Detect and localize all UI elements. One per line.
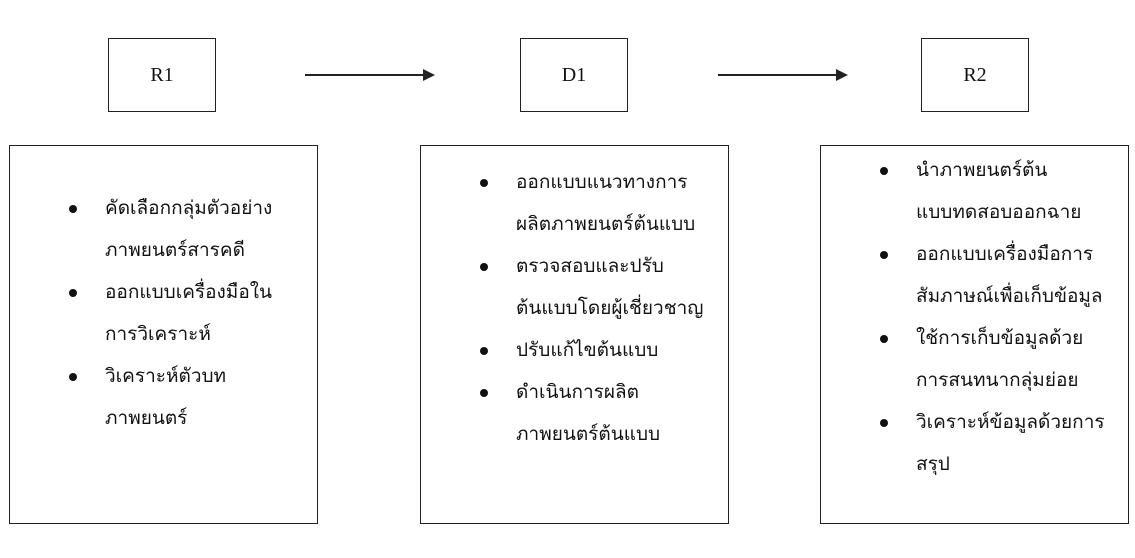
list-item-text: การวิเคราะห์: [105, 324, 211, 345]
list-item: ดำเนินการผลิตภาพยนตร์ต้นแบบ: [480, 372, 660, 456]
list-item: ตรวจสอบและปรับต้นแบบโดยผู้เชี่ยวชาญ: [480, 246, 703, 330]
list-item: ออกแบบเครื่องมือการสัมภาษณ์เพื่อเก็บข้อม…: [880, 234, 1103, 318]
bullet-icon: [480, 389, 488, 397]
r2-details-box: [820, 145, 1129, 524]
bullet-icon: [480, 263, 488, 271]
stage-r2-box: R2: [921, 38, 1029, 112]
list-item-text: ดำเนินการผลิต: [516, 382, 639, 403]
list-item-text: นำภาพยนตร์ต้น: [916, 160, 1048, 181]
list-item-text: วิเคราะห์ข้อมูลด้วยการ: [916, 412, 1105, 433]
list-item-text: สรุป: [916, 454, 950, 475]
list-item: คัดเลือกกลุ่มตัวอย่างภาพยนตร์สารคดี: [69, 188, 272, 272]
arrow-right-icon: [718, 69, 848, 81]
list-item-text: ปรับแก้ไขต้นแบบ: [516, 340, 659, 361]
bullet-icon: [880, 419, 888, 427]
bullet-icon: [880, 251, 888, 259]
list-item-text: ออกแบบเครื่องมือใน: [105, 282, 272, 303]
list-item-text: ออกแบบแนวทางการ: [516, 172, 688, 193]
list-item: ปรับแก้ไขต้นแบบ: [480, 330, 658, 372]
list-item-text: ภาพยนตร์สารคดี: [105, 240, 245, 261]
list-item-text: ต้นแบบโดยผู้เชี่ยวชาญ: [516, 298, 704, 319]
list-item-text: แบบทดสอบออกฉาย: [916, 202, 1082, 223]
d1-details-box: [420, 145, 729, 524]
bullet-icon: [880, 335, 888, 343]
arrow-right-icon: [305, 69, 435, 81]
list-item-text: วิเคราะห์ตัวบท: [105, 366, 227, 387]
bullet-icon: [880, 167, 888, 175]
stage-r1-box: R1: [108, 38, 216, 112]
list-item-text: ภาพยนตร์: [105, 408, 188, 429]
list-item-text: คัดเลือกกลุ่มตัวอย่าง: [105, 198, 273, 219]
bullet-icon: [69, 373, 77, 381]
list-item: ออกแบบแนวทางการผลิตภาพยนตร์ต้นแบบ: [480, 162, 695, 246]
list-item-text: ภาพยนตร์ต้นแบบ: [516, 424, 661, 445]
list-item: วิเคราะห์ตัวบทภาพยนตร์: [69, 356, 226, 440]
list-item-text: ออกแบบเครื่องมือการ: [916, 244, 1094, 265]
list-item-text: ตรวจสอบและปรับ: [516, 256, 664, 277]
list-item: ออกแบบเครื่องมือในการวิเคราะห์: [69, 272, 272, 356]
list-item: วิเคราะห์ข้อมูลด้วยการสรุป: [880, 402, 1105, 486]
list-item-text: การสนทนากลุ่มย่อย: [916, 370, 1079, 391]
list-item: ใช้การเก็บข้อมูลด้วยการสนทนากลุ่มย่อย: [880, 318, 1083, 402]
stage-d1-box: D1: [520, 38, 628, 112]
bullet-icon: [69, 205, 77, 213]
list-item-text: สัมภาษณ์เพื่อเก็บข้อมูล: [916, 286, 1103, 307]
list-item: นำภาพยนตร์ต้นแบบทดสอบออกฉาย: [880, 150, 1081, 234]
list-item-text: ใช้การเก็บข้อมูลด้วย: [916, 328, 1084, 349]
list-item-text: ผลิตภาพยนตร์ต้นแบบ: [516, 214, 696, 235]
bullet-icon: [69, 289, 77, 297]
bullet-icon: [480, 347, 488, 355]
bullet-icon: [480, 179, 488, 187]
r1-details-box: [9, 145, 318, 524]
